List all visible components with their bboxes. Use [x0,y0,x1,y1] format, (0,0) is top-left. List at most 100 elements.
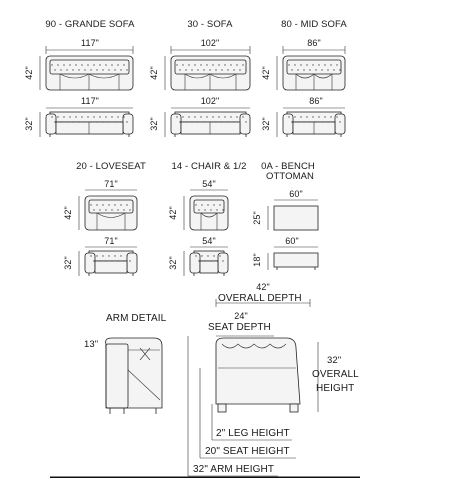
grande-sofa-depth: 42" [23,66,34,80]
tuft-dot [185,121,187,123]
tuft-dot [245,69,247,71]
tuft-dot [327,69,329,71]
tuft-dot [54,69,56,71]
tuft-dot [197,121,199,123]
arm-detail-label: ARM DETAIL [106,313,167,324]
tuft-dot [212,116,214,118]
ottoman-front-view [273,252,319,270]
tuft-dot [69,116,71,118]
tuft-dot [315,69,317,71]
tuft-dot [96,121,98,123]
tuft-dot [102,255,104,257]
tuft-dot [222,209,224,211]
tuft-dot [129,209,131,211]
tuft-dot [245,121,247,123]
tuft-dot [57,116,59,118]
tuft-dot [233,69,235,71]
dim-lines-row2-front [78,246,318,276]
tuft-dot [221,121,223,123]
tuft-dot [312,116,314,118]
tuft-dot [336,64,338,66]
chair-front-width: 54" [202,236,216,246]
tuft-dot [195,255,197,257]
tuft-dot [176,116,178,118]
tuft-dot [176,64,178,66]
tuft-dot [201,255,203,257]
overall-height-label-1: OVERALL [312,369,359,380]
loveseat-depth: 42" [62,206,73,220]
arm-width-value: 13" [84,339,99,350]
chair-depth: 42" [167,206,178,220]
tuft-dot [99,260,101,262]
tuft-dot [87,116,89,118]
tuft-dot [93,116,95,118]
tuft-dot [239,69,241,71]
tuft-dot [324,64,326,66]
tuft-dot [72,121,74,123]
tuft-dot [126,121,128,123]
tuft-dot [219,204,221,206]
tuft-dot [75,64,77,66]
leg-height-label: 2" LEG HEIGHT [216,428,290,439]
loveseat-front-width: 71" [104,236,118,246]
tuft-dot [224,64,226,66]
tuft-dot [123,116,125,118]
tuft-dot [236,64,238,66]
loveseat-front-view [84,250,138,276]
tufting-dots [51,64,341,262]
tuft-dot [203,69,205,71]
tuft-dot [90,204,92,206]
tuft-dot [339,121,341,123]
detail-dim-lines [105,299,319,477]
tuft-dot [218,116,220,118]
tuft-dot [297,121,299,123]
tuft-dot [200,116,202,118]
mid-sofa-top-view [282,55,346,91]
tuft-dot [197,69,199,71]
tuft-dot [78,69,80,71]
tuft-dot [182,116,184,118]
tuft-dot [108,204,110,206]
tuft-dot [318,64,320,66]
tuft-dot [221,69,223,71]
tuft-dot [51,116,53,118]
overall-height-label-2: HEIGHT [316,383,355,394]
tuft-dot [207,255,209,257]
tuft-dot [306,116,308,118]
tuft-dot [60,121,62,123]
tuft-dot [291,121,293,123]
sofa-front-width: 102" [200,96,220,106]
tuft-dot [188,64,190,66]
tuft-dot [120,255,122,257]
loveseat-top-view [84,195,138,231]
tuft-dot [54,121,56,123]
tuft-dot [233,121,235,123]
tuft-dot [84,69,86,71]
grande-sofa-height: 32" [23,117,34,131]
tuft-dot [315,121,317,123]
tuft-dot [201,204,203,206]
mid-sofa-title: 80 - MID SOFA [281,19,347,30]
tuft-dot [99,116,101,118]
tuft-dot [114,204,116,206]
mid-sofa-depth: 42" [260,66,271,80]
tuft-dot [84,121,86,123]
tuft-dot [105,116,107,118]
tuft-dot [294,64,296,66]
tuft-dot [306,64,308,66]
tuft-dot [210,260,212,262]
tuft-dot [222,260,224,262]
tuft-dot [105,260,107,262]
dim-lines-row1-front [39,107,345,137]
tuft-dot [195,204,197,206]
ottoman-depth: 25" [251,211,262,225]
tuft-dot [63,116,65,118]
tuft-dot [230,116,232,118]
tuft-dot [188,116,190,118]
tuft-dot [81,116,83,118]
tuft-dot [108,69,110,71]
chair-title: 14 - CHAIR & 1/2 [171,161,247,172]
chair-front-view [189,250,229,276]
ottoman-front-width: 60" [285,236,299,246]
